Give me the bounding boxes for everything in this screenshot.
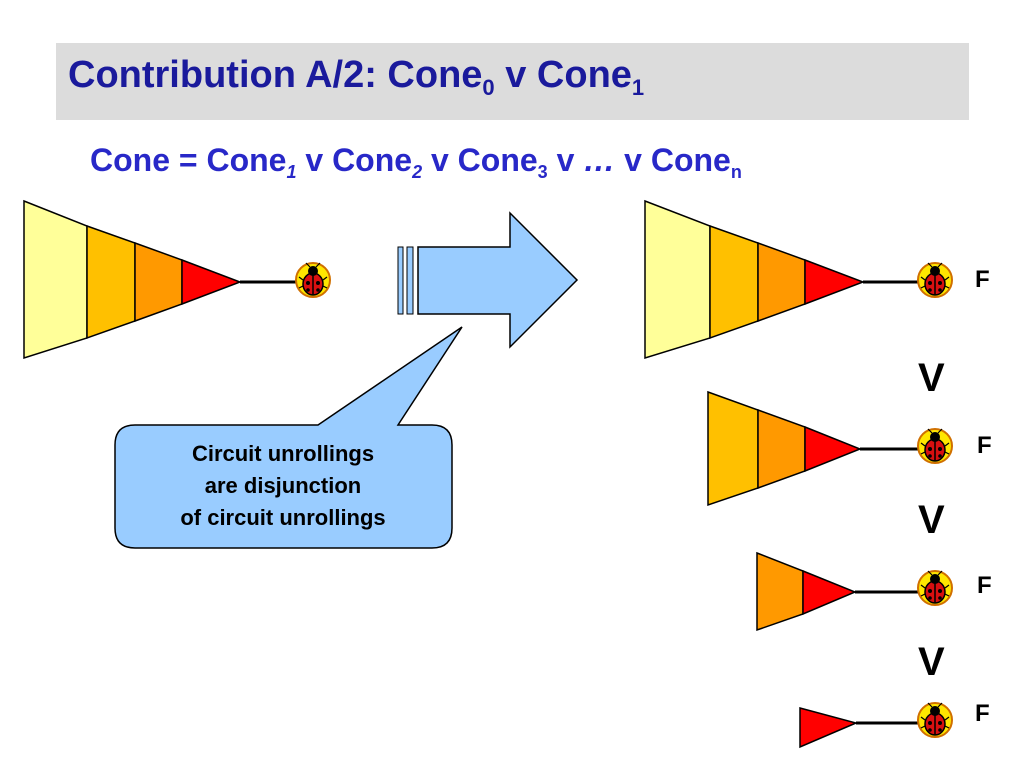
cone-band-1 [23,199,88,360]
unrolled-cone-3 [756,551,953,632]
cone-band-3 [757,241,806,323]
ladybug-icon [295,262,331,298]
or-operator: V [918,498,945,542]
slide-title: Contribution A/2: Cone0 v Cone1 [68,54,645,100]
cone-band-3 [756,551,804,632]
cone-band-3 [757,408,806,490]
output-label: F [977,432,992,459]
unrolled-cone-1 [644,199,953,360]
cone-band-2 [709,224,759,340]
ladybug-icon [917,570,953,606]
ladybug-icon [917,702,953,738]
source-cone [23,199,331,360]
cone-equation: Cone = Cone1 v Cone2 v Cone3 v … v Conen [90,142,742,182]
callout-line: Circuit unrollings [191,441,375,466]
cone-band-2 [86,224,136,340]
cone-band-4 [804,258,866,306]
ladybug-icon [917,262,953,298]
cone-band-4 [799,707,859,749]
title-bar [56,43,969,120]
callout-text: Circuit unrollings are disjunction of ci… [118,438,448,534]
cone-band-4 [804,425,863,473]
callout-line: of circuit unrollings [180,505,386,530]
callout-bubble [114,326,463,549]
output-label: F [975,266,990,293]
cone-band-4 [181,258,243,306]
or-operator: V [918,640,945,684]
or-operator: V [918,356,945,400]
unrolled-cone-4 [799,702,953,749]
cone-band-3 [134,241,183,323]
output-label: F [975,700,990,727]
output-label: F [977,572,992,599]
cone-band-4 [802,569,857,616]
callout-line: are disjunction [204,473,362,498]
ladybug-icon [917,428,953,464]
cone-band-1 [644,199,711,360]
unrolled-cone-2 [707,390,953,507]
right-arrow-icon [397,211,579,349]
cone-band-2 [707,390,759,507]
